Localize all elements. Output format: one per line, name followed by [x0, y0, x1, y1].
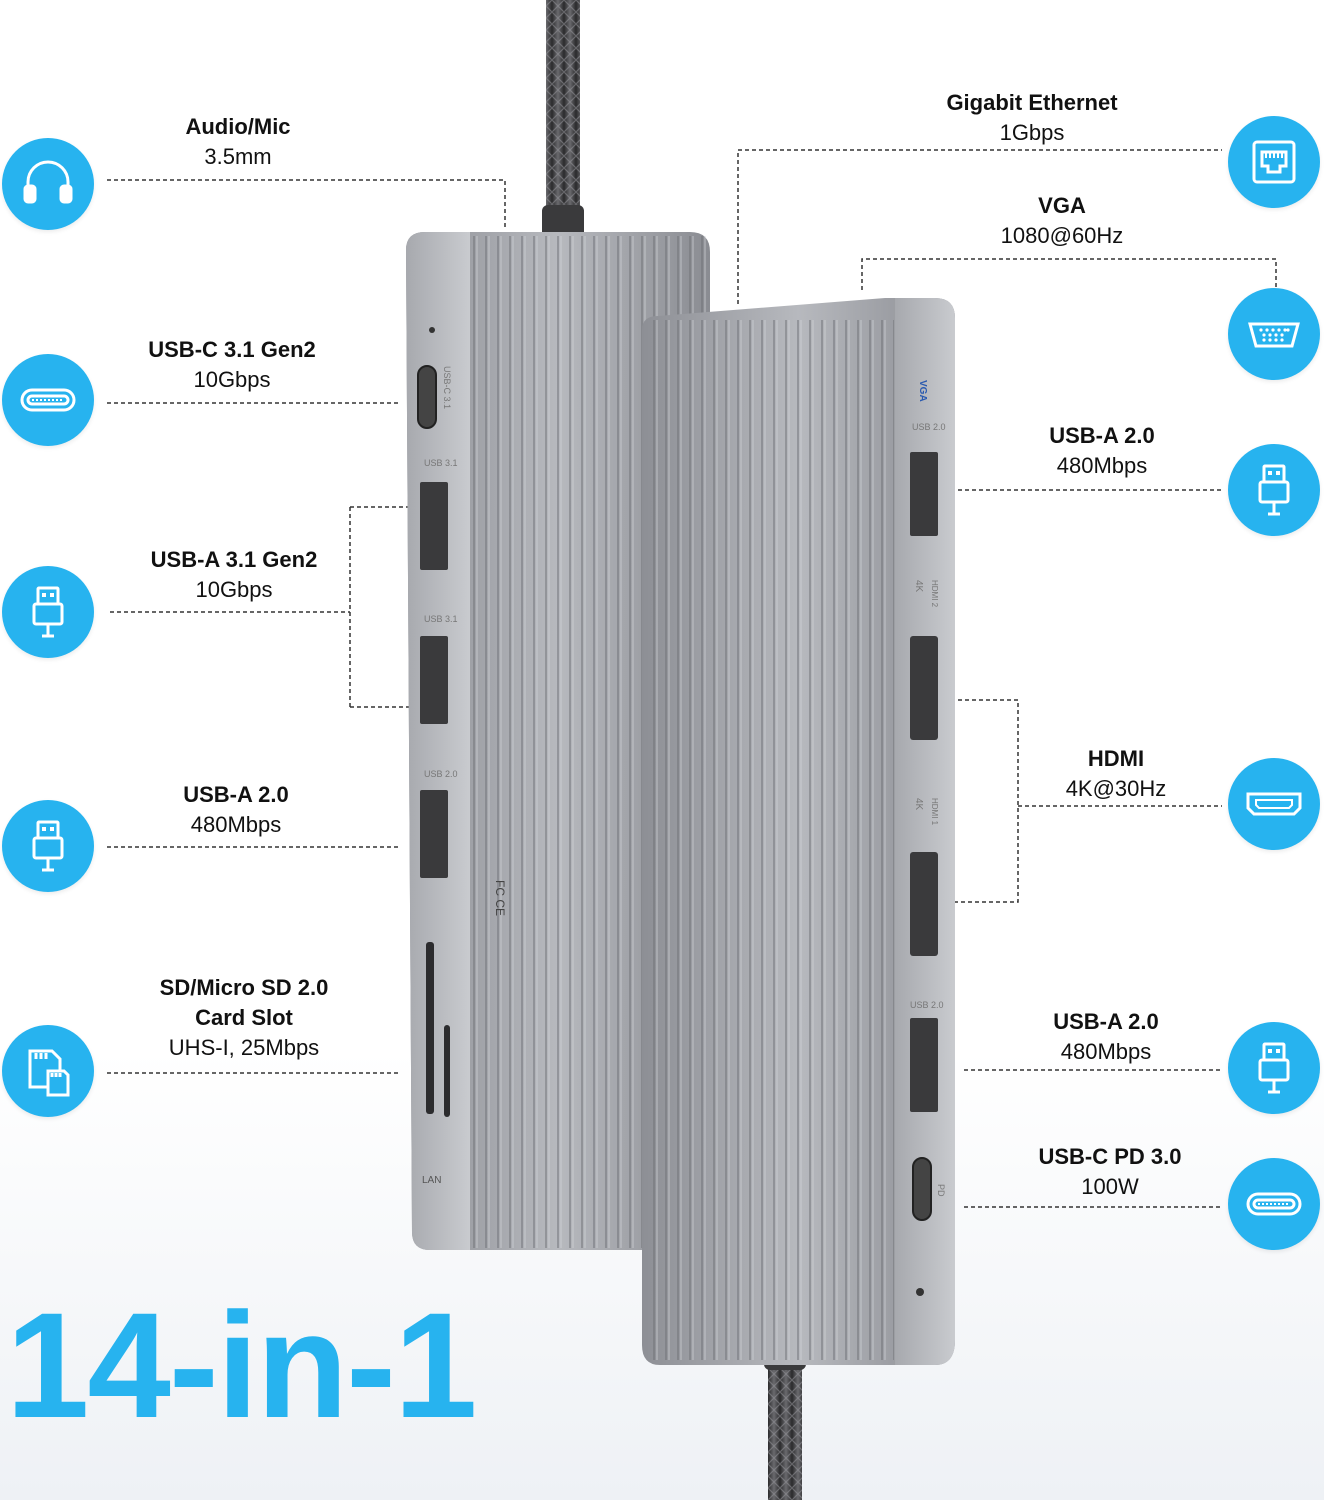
port-title: USB-A 2.0	[1049, 423, 1155, 448]
svg-text:HDMI 2: HDMI 2	[930, 580, 939, 608]
usb-a-icon	[1228, 444, 1320, 536]
svg-text:USB 2.0: USB 2.0	[424, 769, 458, 779]
port-label-usb-c: USB-C 3.1 Gen2 10Gbps	[82, 335, 382, 395]
port-spec: 10Gbps	[193, 367, 271, 392]
port-label-hdmi: HDMI 4K@30Hz	[966, 744, 1266, 804]
right-module	[642, 298, 955, 1365]
port-title: USB-A 2.0	[1053, 1009, 1159, 1034]
ethernet-icon	[1228, 116, 1320, 208]
port-spec: 480Mbps	[1056, 453, 1148, 478]
usb-c-icon	[1228, 1158, 1320, 1250]
port-label-usb-a-20-right-top: USB-A 2.0 480Mbps	[952, 421, 1252, 481]
headline-14-in-1: 14-in-1	[6, 1281, 477, 1449]
port-spec: 480Mbps	[190, 812, 282, 837]
vga-icon	[1228, 288, 1320, 380]
port-spec: 100W	[1081, 1174, 1139, 1199]
headphones-icon	[2, 138, 94, 230]
svg-text:USB 3.1: USB 3.1	[424, 458, 458, 468]
port-spec: 4K@30Hz	[1065, 776, 1167, 801]
port-label-usb-a-20-right-bottom: USB-A 2.0 480Mbps	[956, 1007, 1256, 1067]
port-spec: UHS-I, 25Mbps	[168, 1035, 320, 1060]
port-label-usb-c-pd: USB-C PD 3.0 100W	[960, 1142, 1260, 1202]
port-title: Audio/Mic	[185, 114, 291, 139]
port-spec: 1080@60Hz	[1000, 223, 1124, 248]
port-title: USB-C 3.1 Gen2	[148, 337, 316, 362]
port-label-audio: Audio/Mic 3.5mm	[88, 112, 388, 172]
usb-a-icon	[2, 566, 94, 658]
svg-text:USB 2.0: USB 2.0	[912, 422, 946, 432]
port-title: SD/Micro SD 2.0	[159, 975, 329, 1000]
port-label-ethernet: Gigabit Ethernet 1Gbps	[882, 88, 1182, 148]
svg-text:VGA: VGA	[917, 380, 928, 402]
port-spec: 480Mbps	[1060, 1039, 1152, 1064]
port-title: Gigabit Ethernet	[946, 90, 1118, 115]
usb-c-icon	[2, 354, 94, 446]
sd-card-icon	[2, 1025, 94, 1117]
port-spec: 1Gbps	[999, 120, 1065, 145]
port-label-sd-card: SD/Micro SD 2.0 Card Slot UHS-I, 25Mbps	[94, 973, 394, 1063]
svg-text:HDMI 1: HDMI 1	[930, 798, 939, 826]
port-title: USB-C PD 3.0	[1038, 1144, 1182, 1169]
svg-text:USB-C 3.1: USB-C 3.1	[442, 366, 452, 409]
hdmi-icon	[1228, 758, 1320, 850]
port-title-line2: Card Slot	[195, 1005, 293, 1030]
port-label-usb-a-20-left: USB-A 2.0 480Mbps	[86, 780, 386, 840]
svg-text:FC CE: FC CE	[493, 880, 507, 916]
top-cable	[546, 0, 580, 210]
port-title: HDMI	[1087, 746, 1145, 771]
port-spec: 3.5mm	[204, 144, 272, 169]
svg-text:LAN: LAN	[422, 1175, 441, 1186]
port-title: USB-A 2.0	[183, 782, 289, 807]
svg-text:USB 3.1: USB 3.1	[424, 614, 458, 624]
usb-a-icon	[1228, 1022, 1320, 1114]
port-label-usb-a-31: USB-A 3.1 Gen2 10Gbps	[84, 545, 384, 605]
usb-a-icon	[2, 800, 94, 892]
svg-text:4K: 4K	[913, 798, 924, 811]
svg-text:PD: PD	[936, 1184, 946, 1197]
port-label-vga: VGA 1080@60Hz	[912, 191, 1212, 251]
port-title: VGA	[1038, 193, 1086, 218]
port-title: USB-A 3.1 Gen2	[150, 547, 318, 572]
svg-text:4K: 4K	[913, 580, 924, 593]
port-spec: 10Gbps	[195, 577, 273, 602]
svg-text:USB 2.0: USB 2.0	[910, 1000, 944, 1010]
